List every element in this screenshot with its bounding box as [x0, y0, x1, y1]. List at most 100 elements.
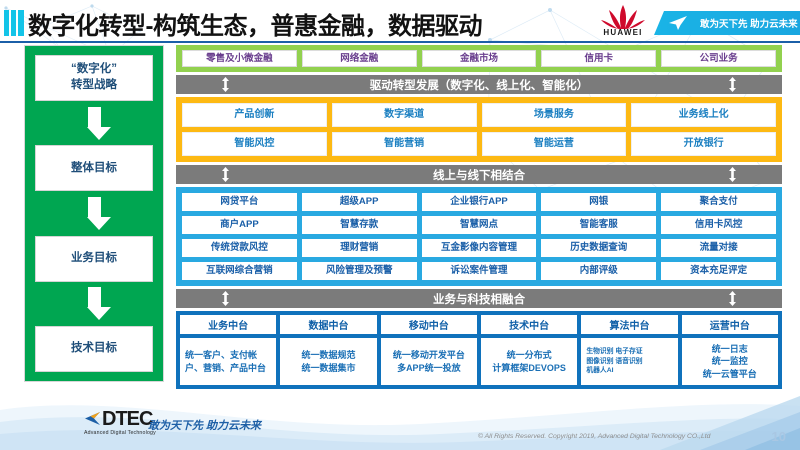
channel-risk-management-alert[interactable]: 风险管理及预警	[301, 262, 417, 280]
double-arrow-icon	[729, 167, 736, 182]
channel-super-app[interactable]: 超级APP	[301, 193, 417, 211]
channel-smart-branch[interactable]: 智慧网点	[421, 216, 537, 234]
strategy-sidebar: “数字化” 转型战略 整体目标 业务目标 技术目标	[24, 45, 164, 382]
platform-head-tech: 技术中台	[480, 315, 578, 334]
platform-head-algorithm: 算法中台	[581, 315, 678, 334]
channel-corporate-bank-app[interactable]: 企业银行APP	[421, 193, 537, 211]
footer-slogan: 敢为天下先 助力云未来	[148, 420, 262, 432]
channel-aggregate-payment[interactable]: 聚合支付	[661, 193, 776, 211]
channel-smart-deposit[interactable]: 智慧存款	[301, 216, 417, 234]
channel-traffic-docking[interactable]: 流量对接	[661, 239, 776, 257]
channels-row-2: 商户APP 智慧存款 智慧网点 智能客服 信用卡风控	[182, 216, 776, 234]
title-accent-bars-icon	[4, 10, 24, 36]
platform-head-operation: 运营中台	[681, 315, 778, 334]
channel-online-banking[interactable]: 网银	[541, 193, 657, 211]
business-lines-band: 零售及小微金融 网络金融 金融市场 信用卡 公司业务	[176, 45, 782, 72]
divider-drive-label: 驱动转型发展（数字化、线上化、智能化）	[369, 79, 589, 92]
platform-body-operation: 统一日志 统一监控 统一云管平台	[681, 338, 778, 385]
channels-row-1: 网贷平台 超级APP 企业银行APP 网银 聚合支付	[182, 193, 776, 211]
platform-body-algorithm: 生物识别 电子存证 图像识别 语音识别 机器人AI	[581, 338, 678, 385]
paper-plane-icon	[669, 16, 687, 30]
sidebar-item-business-goal[interactable]: 业务目标	[35, 235, 153, 282]
sidebar-item-overall-goal[interactable]: 整体目标	[35, 145, 153, 192]
divider-online-offline: 线上与线下相结合	[176, 165, 782, 184]
sidebar-item-strategy[interactable]: “数字化” 转型战略	[35, 55, 153, 101]
channel-internal-rating[interactable]: 内部评级	[541, 262, 657, 280]
double-arrow-icon	[729, 291, 736, 306]
business-line-financial-market[interactable]: 金融市场	[421, 50, 537, 67]
arrow-down-icon	[86, 196, 111, 230]
channel-historical-data-query[interactable]: 历史数据查询	[541, 239, 657, 257]
content-stack: 零售及小微金融 网络金融 金融市场 信用卡 公司业务 驱动转型发展（数字化、线上…	[176, 45, 782, 389]
platform-body-tech: 统一分布式 计算框架DEVOPS	[480, 338, 578, 385]
dtec-tagline: Advanced Digital Technology	[84, 430, 156, 436]
business-line-retail[interactable]: 零售及小微金融	[182, 50, 297, 67]
platform-body-business: 统一客户、支付帐户、营销、产品中台	[180, 338, 277, 385]
channel-smart-customer-service[interactable]: 智能客服	[541, 216, 657, 234]
platform-head-data: 数据中台	[280, 315, 377, 334]
transformation-scenario-service[interactable]: 场景服务	[481, 103, 627, 127]
platform-operation-middle-office[interactable]: 运营中台 统一日志 统一监控 统一云管平台	[681, 315, 778, 385]
page-title: 数字化转型-构筑生态，普惠金融，数据驱动	[28, 13, 483, 40]
title-underline	[0, 41, 800, 43]
double-arrow-icon	[222, 77, 229, 92]
divider-business-tech-fusion: 业务与科技相融合	[176, 289, 782, 308]
transformation-digital-channel[interactable]: 数字渠道	[331, 103, 477, 127]
channels-row-4: 互联网综合营销 风险管理及预警 诉讼案件管理 内部评级 资本充足评定	[182, 262, 776, 280]
channel-capital-adequacy[interactable]: 资本充足评定	[661, 262, 776, 280]
sidebar-arrow-2	[86, 191, 111, 235]
double-arrow-icon	[222, 291, 229, 306]
platform-algorithm-middle-office[interactable]: 算法中台 生物识别 电子存证 图像识别 语音识别 机器人AI	[581, 315, 678, 385]
channel-internet-integrated-marketing[interactable]: 互联网综合营销	[182, 262, 297, 280]
sidebar-arrow-1	[86, 101, 111, 145]
dtec-logo: DTEC Advanced Digital Technology	[84, 409, 194, 436]
huawei-flower-icon	[601, 5, 645, 29]
channel-traditional-loan-risk[interactable]: 传统贷款风控	[182, 239, 297, 257]
transformation-row-2: 智能风控 智能营销 智能运营 开放银行	[182, 132, 776, 156]
platform-head-mobile: 移动中台	[380, 315, 477, 334]
campaign-banner: 敢为天下先 助力云未来	[654, 11, 800, 35]
sidebar-item-technology-goal[interactable]: 技术目标	[35, 325, 153, 372]
transformation-band: 产品创新 数字渠道 场景服务 业务线上化 智能风控 智能营销 智能运营 开放银行	[176, 97, 782, 162]
platform-body-data: 统一数据规范 统一数据集市	[280, 338, 377, 385]
transformation-smart-operation[interactable]: 智能运营	[481, 132, 627, 156]
platform-mobile-middle-office[interactable]: 移动中台 统一移动开发平台 多APP统一投放	[380, 315, 477, 385]
platform-tech-middle-office[interactable]: 技术中台 统一分布式 计算框架DEVOPS	[480, 315, 578, 385]
channel-wealth-marketing[interactable]: 理财营销	[301, 239, 417, 257]
copyright-text: © All Rights Reserved. Copyright 2019, A…	[478, 433, 711, 440]
double-arrow-icon	[222, 167, 229, 182]
huawei-wordmark: HUAWEI	[603, 28, 643, 37]
business-lines-row: 零售及小微金融 网络金融 金融市场 信用卡 公司业务	[182, 50, 776, 67]
sidebar-arrow-3	[86, 282, 111, 326]
channel-merchant-app[interactable]: 商户APP	[182, 216, 297, 234]
transformation-row-1: 产品创新 数字渠道 场景服务 业务线上化	[182, 103, 776, 127]
business-line-internet-finance[interactable]: 网络金融	[301, 50, 417, 67]
platform-data-middle-office[interactable]: 数据中台 统一数据规范 统一数据集市	[280, 315, 377, 385]
page-number: 10	[771, 429, 786, 444]
platforms-band: 业务中台 统一客户、支付帐户、营销、产品中台 数据中台 统一数据规范 统一数据集…	[176, 311, 782, 389]
slide-header: 数字化转型-构筑生态，普惠金融，数据驱动 HUAWEI 敢为天下先 助力云未来	[0, 2, 800, 43]
channel-image-content-management[interactable]: 互金影像内容管理	[421, 239, 537, 257]
transformation-business-online[interactable]: 业务线上化	[631, 103, 776, 127]
double-arrow-icon	[729, 77, 736, 92]
channel-online-loan-platform[interactable]: 网贷平台	[182, 193, 297, 211]
divider-online-offline-label: 线上与线下相结合	[433, 169, 525, 182]
business-line-credit-card[interactable]: 信用卡	[541, 50, 657, 67]
arrow-down-icon	[86, 287, 111, 321]
dtec-text: DTEC	[102, 408, 153, 430]
business-line-corporate[interactable]: 公司业务	[661, 50, 776, 67]
huawei-logo: HUAWEI	[592, 4, 654, 42]
platform-body-mobile: 统一移动开发平台 多APP统一投放	[380, 338, 477, 385]
channels-row-3: 传统贷款风控 理财营销 互金影像内容管理 历史数据查询 流量对接	[182, 239, 776, 257]
channel-litigation-case-management[interactable]: 诉讼案件管理	[421, 262, 537, 280]
transformation-open-banking[interactable]: 开放银行	[631, 132, 776, 156]
platforms-grid: 业务中台 统一客户、支付帐户、营销、产品中台 数据中台 统一数据规范 统一数据集…	[180, 315, 778, 385]
transformation-smart-marketing[interactable]: 智能营销	[331, 132, 477, 156]
platform-head-business: 业务中台	[180, 315, 277, 334]
transformation-smart-risk-control[interactable]: 智能风控	[182, 132, 327, 156]
transformation-product-innovation[interactable]: 产品创新	[182, 103, 327, 127]
divider-drive-transformation: 驱动转型发展（数字化、线上化、智能化）	[176, 75, 782, 94]
platform-business-middle-office[interactable]: 业务中台 统一客户、支付帐户、营销、产品中台	[180, 315, 277, 385]
channel-credit-card-risk[interactable]: 信用卡风控	[661, 216, 776, 234]
